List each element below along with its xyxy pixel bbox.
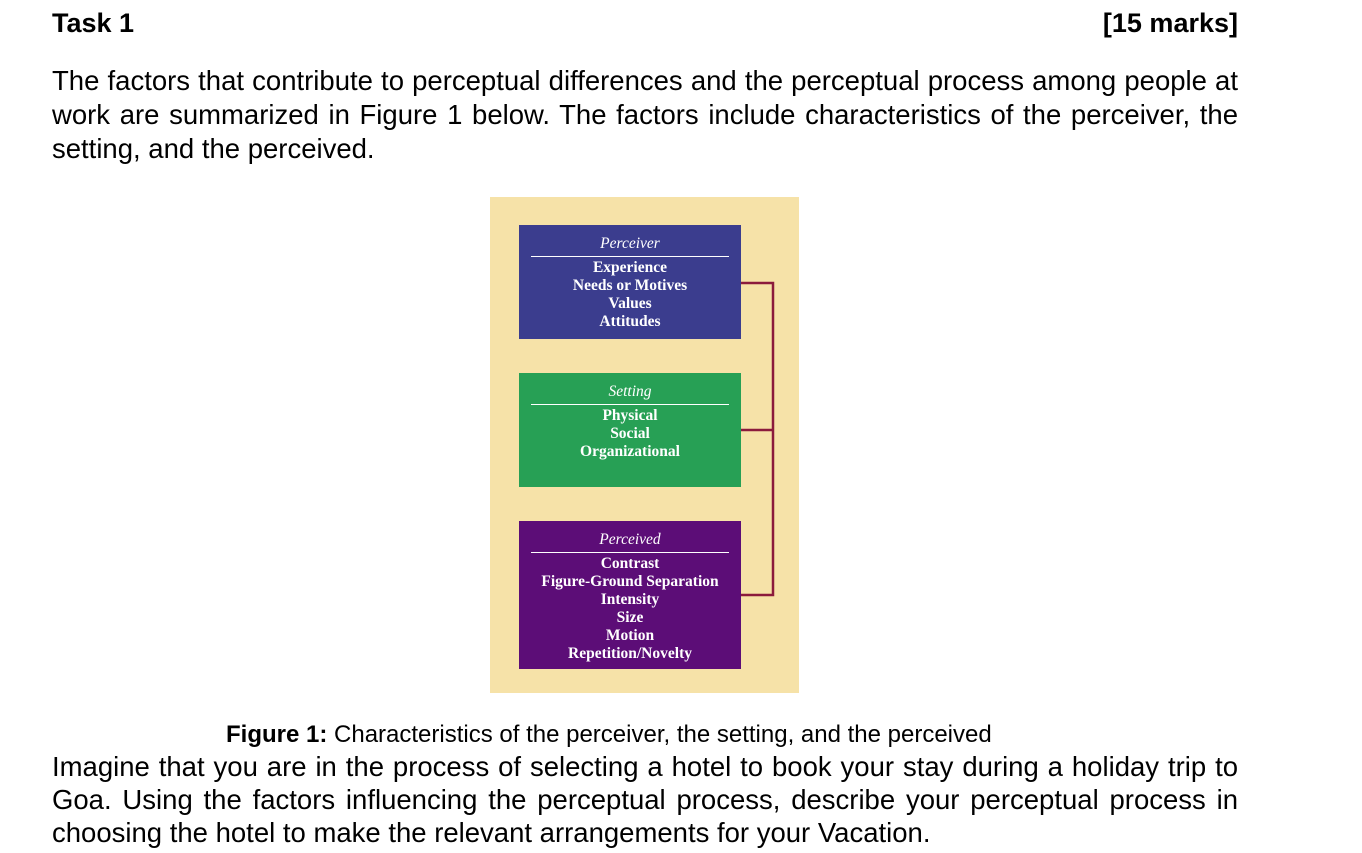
setting-item: Social [610, 425, 650, 442]
perceiver-item: Needs or Motives [572, 277, 688, 294]
question-paragraph: Imagine that you are in the process of s… [52, 751, 1238, 848]
figure-caption-label: Figure 1: [226, 721, 328, 748]
perceived-divider [531, 552, 729, 553]
perceiver-item: Experience [592, 259, 668, 276]
perceiver-divider [531, 256, 729, 257]
perceiver-item: Values [608, 295, 652, 312]
setting-heading: Setting [608, 383, 652, 400]
setting-item: Physical [602, 407, 658, 424]
perceived-item: Repetition/Novelty [568, 645, 692, 662]
figure-caption-text: Characteristics of the perceiver, the se… [327, 721, 992, 748]
bracket-top-arm [741, 281, 775, 597]
perceived-item: Intensity [600, 591, 660, 608]
perceived-item: Figure-Ground Separation [541, 573, 719, 590]
connector-bracket [741, 281, 775, 597]
perceived-box: Perceived Contrast Figure-Ground Separat… [519, 521, 741, 669]
task-marks: [15 marks] [1102, 8, 1238, 38]
perceiver-heading: Perceiver [600, 235, 660, 252]
task-header: Task 1 [15 marks] [52, 6, 1238, 40]
perceived-item: Motion [605, 627, 655, 644]
perceiver-item: Attitudes [599, 313, 661, 330]
figure-caption: Figure 1: Characteristics of the perceiv… [226, 720, 992, 750]
perceived-item: Size [616, 609, 644, 626]
perceived-heading: Perceived [599, 531, 661, 548]
perceived-item: Contrast [600, 555, 660, 572]
intro-paragraph: The factors that contribute to perceptua… [52, 65, 1238, 164]
figure-1-panel: Perceiver Experience Needs or Motives Va… [490, 197, 799, 693]
setting-divider [531, 404, 729, 405]
setting-box: Setting Physical Social Organizational [519, 373, 741, 487]
perceiver-box: Perceiver Experience Needs or Motives Va… [519, 225, 741, 339]
task-title: Task 1 [52, 8, 135, 38]
setting-item: Organizational [580, 443, 680, 460]
